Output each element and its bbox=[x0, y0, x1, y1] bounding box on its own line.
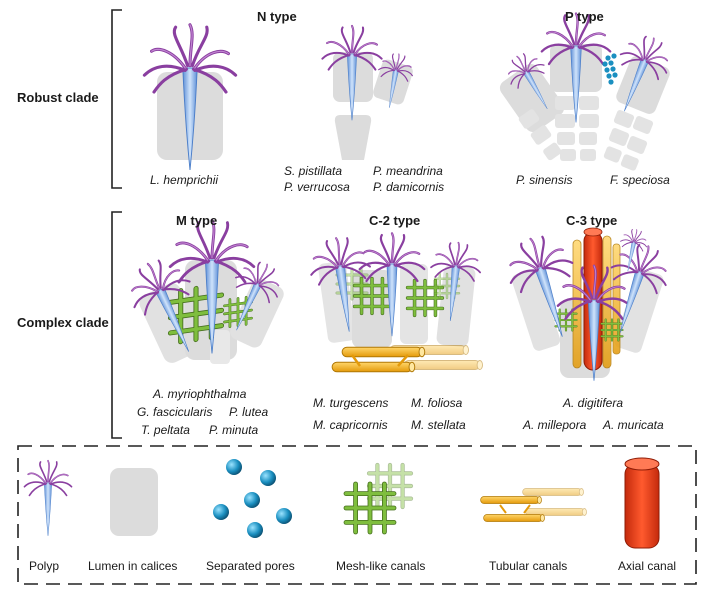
legend-label-polyp: Polyp bbox=[29, 559, 60, 573]
complex-clade-label: Complex clade bbox=[17, 315, 109, 330]
p-type-illustration bbox=[499, 12, 678, 171]
c3-type-illustration bbox=[498, 226, 677, 382]
species-label: P. lutea bbox=[229, 405, 269, 419]
species-label: P. verrucosa bbox=[284, 180, 350, 194]
species-label: M. turgescens bbox=[313, 396, 389, 410]
species-label: A. muricata bbox=[603, 418, 664, 432]
species-label: L. hemprichii bbox=[150, 173, 219, 187]
robust-bracket bbox=[111, 9, 122, 189]
n-type-illustration-2 bbox=[321, 24, 417, 160]
legend-tubular-icon bbox=[480, 488, 587, 522]
species-label: P. minuta bbox=[209, 423, 259, 437]
species-label: P. sinensis bbox=[516, 173, 573, 187]
species-label: A. millepora bbox=[523, 418, 587, 432]
m-type-title: M type bbox=[176, 213, 218, 228]
legend-label-tubular: Tubular canals bbox=[489, 559, 568, 573]
legend-mesh-icon bbox=[346, 465, 411, 532]
species-label: M. foliosa bbox=[411, 396, 463, 410]
robust-clade-label: Robust clade bbox=[17, 90, 99, 105]
legend-pores-icon bbox=[213, 459, 292, 538]
species-label: G. fascicularis bbox=[137, 405, 213, 419]
legend-label-mesh: Mesh-like canals bbox=[336, 559, 426, 573]
species-label: P. damicornis bbox=[373, 180, 445, 194]
p-type-title: P type bbox=[565, 9, 604, 24]
complex-bracket bbox=[111, 211, 122, 439]
species-label: A. digitifera bbox=[563, 396, 624, 410]
species-label: M. stellata bbox=[411, 418, 466, 432]
legend-box bbox=[17, 445, 697, 585]
legend-label-pores: Separated pores bbox=[206, 559, 295, 573]
legend-label-lumen: Lumen in calices bbox=[88, 559, 178, 573]
species-label: F. speciosa bbox=[610, 173, 670, 187]
c2-type-illustration bbox=[305, 232, 484, 373]
n-type-title: N type bbox=[257, 9, 297, 24]
legend-label-axial: Axial canal bbox=[618, 559, 677, 573]
legend-lumen-icon bbox=[110, 468, 158, 536]
legend-axial-icon bbox=[624, 457, 660, 549]
species-label: T. peltata bbox=[141, 423, 190, 437]
n-type-illustration-1 bbox=[142, 23, 238, 172]
c3-type-title: C-3 type bbox=[566, 213, 618, 228]
species-label: P. meandrina bbox=[373, 164, 443, 178]
species-label: A. myriophthalma bbox=[153, 387, 247, 401]
legend-polyp-icon bbox=[23, 459, 73, 537]
m-type-illustration bbox=[119, 218, 289, 366]
species-label: M. capricornis bbox=[313, 418, 388, 432]
species-label: S. pistillata bbox=[284, 164, 343, 178]
c2-type-title: C-2 type bbox=[369, 213, 421, 228]
